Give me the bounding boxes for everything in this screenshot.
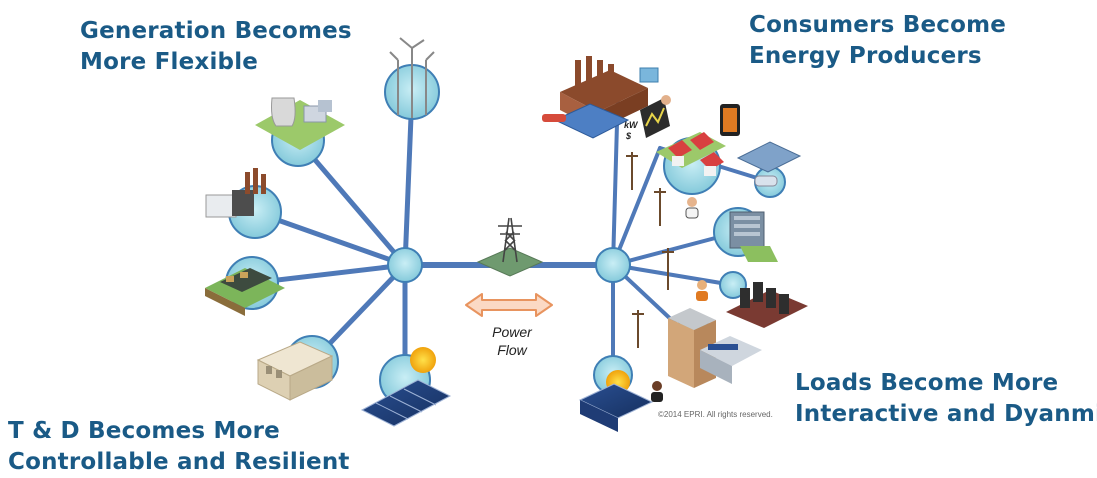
nuclear-plant-icon	[255, 97, 345, 150]
person-node	[685, 197, 699, 219]
power-flow-line: Power	[492, 324, 532, 340]
solar-homes-node	[656, 132, 726, 195]
solar-panel-icon	[578, 370, 654, 432]
caption-line: Loads Become More	[795, 370, 1059, 396]
person-icon	[651, 381, 663, 402]
caption-line: Interactive and Dyanmic	[795, 401, 1097, 427]
industrial-plant-icon	[542, 56, 659, 139]
coal-plant-node	[205, 168, 282, 239]
caption-loads: Loads Become More Interactive and Dyanmi…	[795, 368, 1097, 430]
spoke-line	[611, 146, 662, 267]
left-hub-node	[387, 247, 423, 283]
solar-panel-icon	[360, 347, 452, 427]
solar-panel-right-node	[578, 355, 654, 432]
caption-line: Consumers Become	[749, 12, 1007, 38]
solar-panel-left-node	[360, 347, 452, 427]
caption-line: T & D Becomes More	[8, 418, 280, 444]
data-center-icon	[729, 211, 778, 262]
caption-line: Energy Producers	[749, 43, 982, 69]
battery-storage-node	[719, 271, 808, 328]
caption-consumers: Consumers Become Energy Producers	[749, 10, 1006, 72]
solar-homes-icon	[656, 132, 726, 176]
power-flow-label: Power Flow	[480, 323, 544, 359]
caption-line: Generation Becomes	[80, 18, 352, 44]
nuclear-plant-node	[255, 97, 345, 167]
smart-meter-icon	[640, 95, 671, 138]
power-flow-line: Flow	[497, 342, 527, 358]
spoke-line	[611, 263, 735, 287]
hydro-dam-node	[205, 256, 285, 316]
power-flow-arrow	[465, 293, 553, 317]
smartphone-node	[720, 104, 740, 136]
smartphone-icon	[720, 104, 740, 136]
caption-line: More Flexible	[80, 49, 259, 75]
battery-storage-icon	[726, 282, 808, 328]
meter-kw-label: kW	[624, 120, 639, 130]
spoke-line	[402, 89, 415, 268]
person-icon	[696, 280, 708, 301]
caption-td: T & D Becomes More Controllable and Resi…	[8, 416, 350, 478]
coal-plant-icon	[205, 168, 266, 218]
transmission-tower-icon	[498, 217, 522, 263]
right-hub-node	[595, 247, 631, 283]
meter-dollar-label: $	[625, 131, 632, 141]
person-node-2	[696, 280, 708, 301]
utility-poles	[626, 152, 674, 348]
left-hub-spokes	[249, 89, 415, 383]
industrial-plant-node	[542, 56, 659, 139]
wind-turbines-node	[384, 37, 440, 120]
smart-meter-node: kW $	[624, 95, 671, 141]
caption-line: Controllable and Resilient	[8, 449, 350, 475]
hydro-dam-icon	[205, 268, 285, 316]
wind-turbines-icon	[389, 37, 435, 118]
transmission-tower-node	[476, 217, 544, 277]
copyright-notice: ©2014 EPRI. All rights reserved.	[658, 410, 773, 419]
person-icon	[685, 197, 699, 219]
office-buildings-icon	[668, 308, 762, 388]
factory-node	[256, 335, 339, 401]
electric-vehicle-icon	[736, 141, 802, 187]
spoke-line	[295, 137, 408, 268]
factory-icon	[256, 341, 334, 401]
electric-vehicle-node	[736, 141, 802, 198]
data-center-node	[713, 207, 778, 262]
person-node-3	[651, 381, 663, 402]
office-buildings-node	[668, 308, 762, 388]
caption-generation: Generation Becomes More Flexible	[80, 16, 352, 78]
